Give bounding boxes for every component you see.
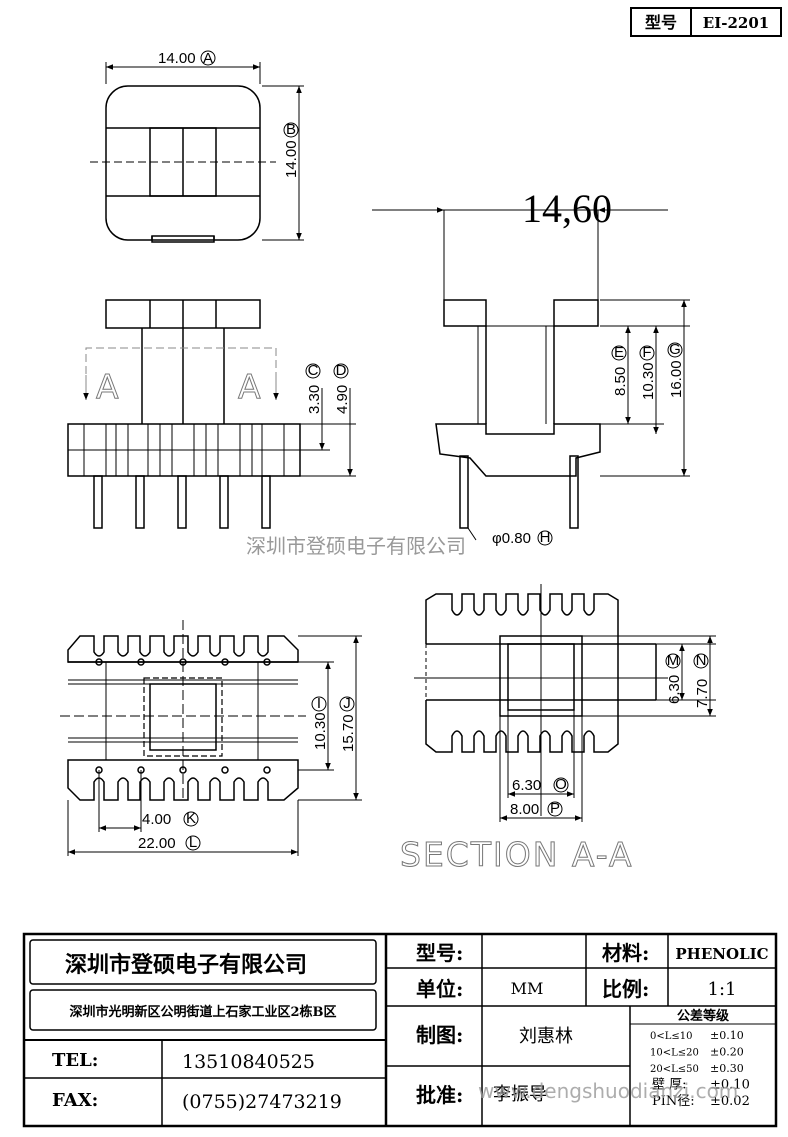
dim-l-tag: L	[189, 834, 197, 851]
scale-value: 1:1	[708, 979, 737, 1000]
dim-d-value: 4.90	[334, 385, 351, 414]
tolerance-range: 壁 厚:	[652, 1078, 687, 1093]
section-view	[414, 584, 716, 822]
tel-number: 13510840525	[182, 1051, 315, 1073]
dim-e-tag: E	[614, 344, 624, 361]
title-block	[22, 932, 778, 1128]
tolerance-value: ±0.10	[710, 1029, 744, 1042]
dim-k-value: 4.00	[142, 811, 171, 828]
dim-n-value: 7.70	[694, 679, 711, 708]
dim-i-value: 10.30	[312, 712, 329, 750]
dim-j-value: 15.70	[340, 714, 357, 752]
dim-h-tag: H	[540, 529, 551, 546]
dim-p-tag: P	[550, 800, 560, 817]
dim-b-tag: B	[286, 121, 296, 138]
dim-a-value: 14.00	[158, 50, 196, 67]
bottom-view	[60, 620, 362, 856]
watermark-url: www.dengshuodianzi.com	[478, 1079, 738, 1103]
company-address: 深圳市光明新区公明街道上石家工业区2栋B区	[69, 1004, 336, 1020]
section-arrow-left-letter: A	[96, 367, 121, 406]
dim-h-value: φ0.80	[492, 530, 531, 547]
material-value: PHENOLIC	[675, 945, 768, 963]
dim-n-tag: N	[696, 652, 707, 669]
tolerance-table: 0<L≤10 ±0.10 10<L≤20 ±0.20 20<L≤50 ±0.30 壁 厚: ±…	[650, 1029, 750, 1109]
approve-value: 李振导	[493, 1084, 547, 1105]
dim-b-value: 14.00	[283, 140, 300, 178]
side-view	[372, 207, 690, 541]
dim-m-tag: M	[667, 652, 680, 669]
top-view	[90, 62, 304, 243]
dim-c-tag: C	[308, 362, 319, 379]
dim-g-tag: G	[669, 341, 681, 358]
model-box: 型号 EI-2201	[630, 7, 782, 37]
watermark-company: 深圳市登硕电子有限公司	[246, 534, 466, 558]
scale-label: 比例:	[602, 977, 649, 1001]
dim-f-value: 10.30	[640, 362, 657, 400]
tolerance-value: ±0.02	[710, 1094, 750, 1109]
section-arrow-right-letter: A	[238, 367, 263, 406]
fax-label: FAX:	[52, 1090, 98, 1111]
dim-width-big: 14,60	[522, 186, 612, 231]
dim-m-value: 6.30	[666, 675, 683, 704]
dim-l-value: 22.00	[138, 835, 176, 852]
front-view	[67, 299, 356, 529]
section-label: SECTION A-A	[400, 835, 634, 874]
dim-k-tag: K	[186, 810, 196, 827]
dim-j-tag: J	[343, 695, 351, 712]
dim-f-tag: F	[642, 344, 651, 361]
unit-label: 单位:	[416, 977, 463, 1001]
tolerance-value: ±0.10	[710, 1078, 750, 1093]
model-label: 型号:	[416, 941, 463, 965]
tolerance-range: 10<L≤20	[650, 1048, 699, 1059]
drawn-value: 刘惠林	[519, 1026, 573, 1047]
material-label: 材料:	[602, 941, 649, 965]
unit-value: MM	[511, 979, 544, 998]
dim-d-tag: D	[336, 362, 347, 379]
dim-g-value: 16.00	[668, 360, 685, 398]
tolerance-title: 公差等级	[677, 1008, 730, 1024]
fax-number: (0755)27473219	[182, 1091, 342, 1113]
dim-e-value: 8.50	[612, 367, 629, 396]
tel-label: TEL:	[52, 1050, 98, 1071]
tolerance-range: 0<L≤10	[650, 1031, 693, 1042]
tolerance-range: PIN径:	[652, 1094, 695, 1109]
approve-label: 批准:	[416, 1083, 463, 1107]
company-name: 深圳市登硕电子有限公司	[65, 952, 307, 978]
dim-c-value: 3.30	[306, 385, 323, 414]
drawn-label: 制图:	[416, 1023, 463, 1047]
dim-a-tag: A	[203, 50, 213, 67]
dim-i-tag: I	[317, 695, 321, 712]
model-box-value: EI-2201	[703, 14, 769, 32]
model-box-label: 型号	[645, 13, 677, 32]
tolerance-value: ±0.20	[710, 1046, 744, 1059]
dim-p-value: 8.00	[510, 801, 539, 818]
tolerance-range: 20<L≤50	[650, 1064, 699, 1075]
dim-o-tag: O	[555, 776, 567, 793]
tolerance-value: ±0.30	[710, 1062, 744, 1075]
dim-o-value: 6.30	[512, 777, 541, 794]
